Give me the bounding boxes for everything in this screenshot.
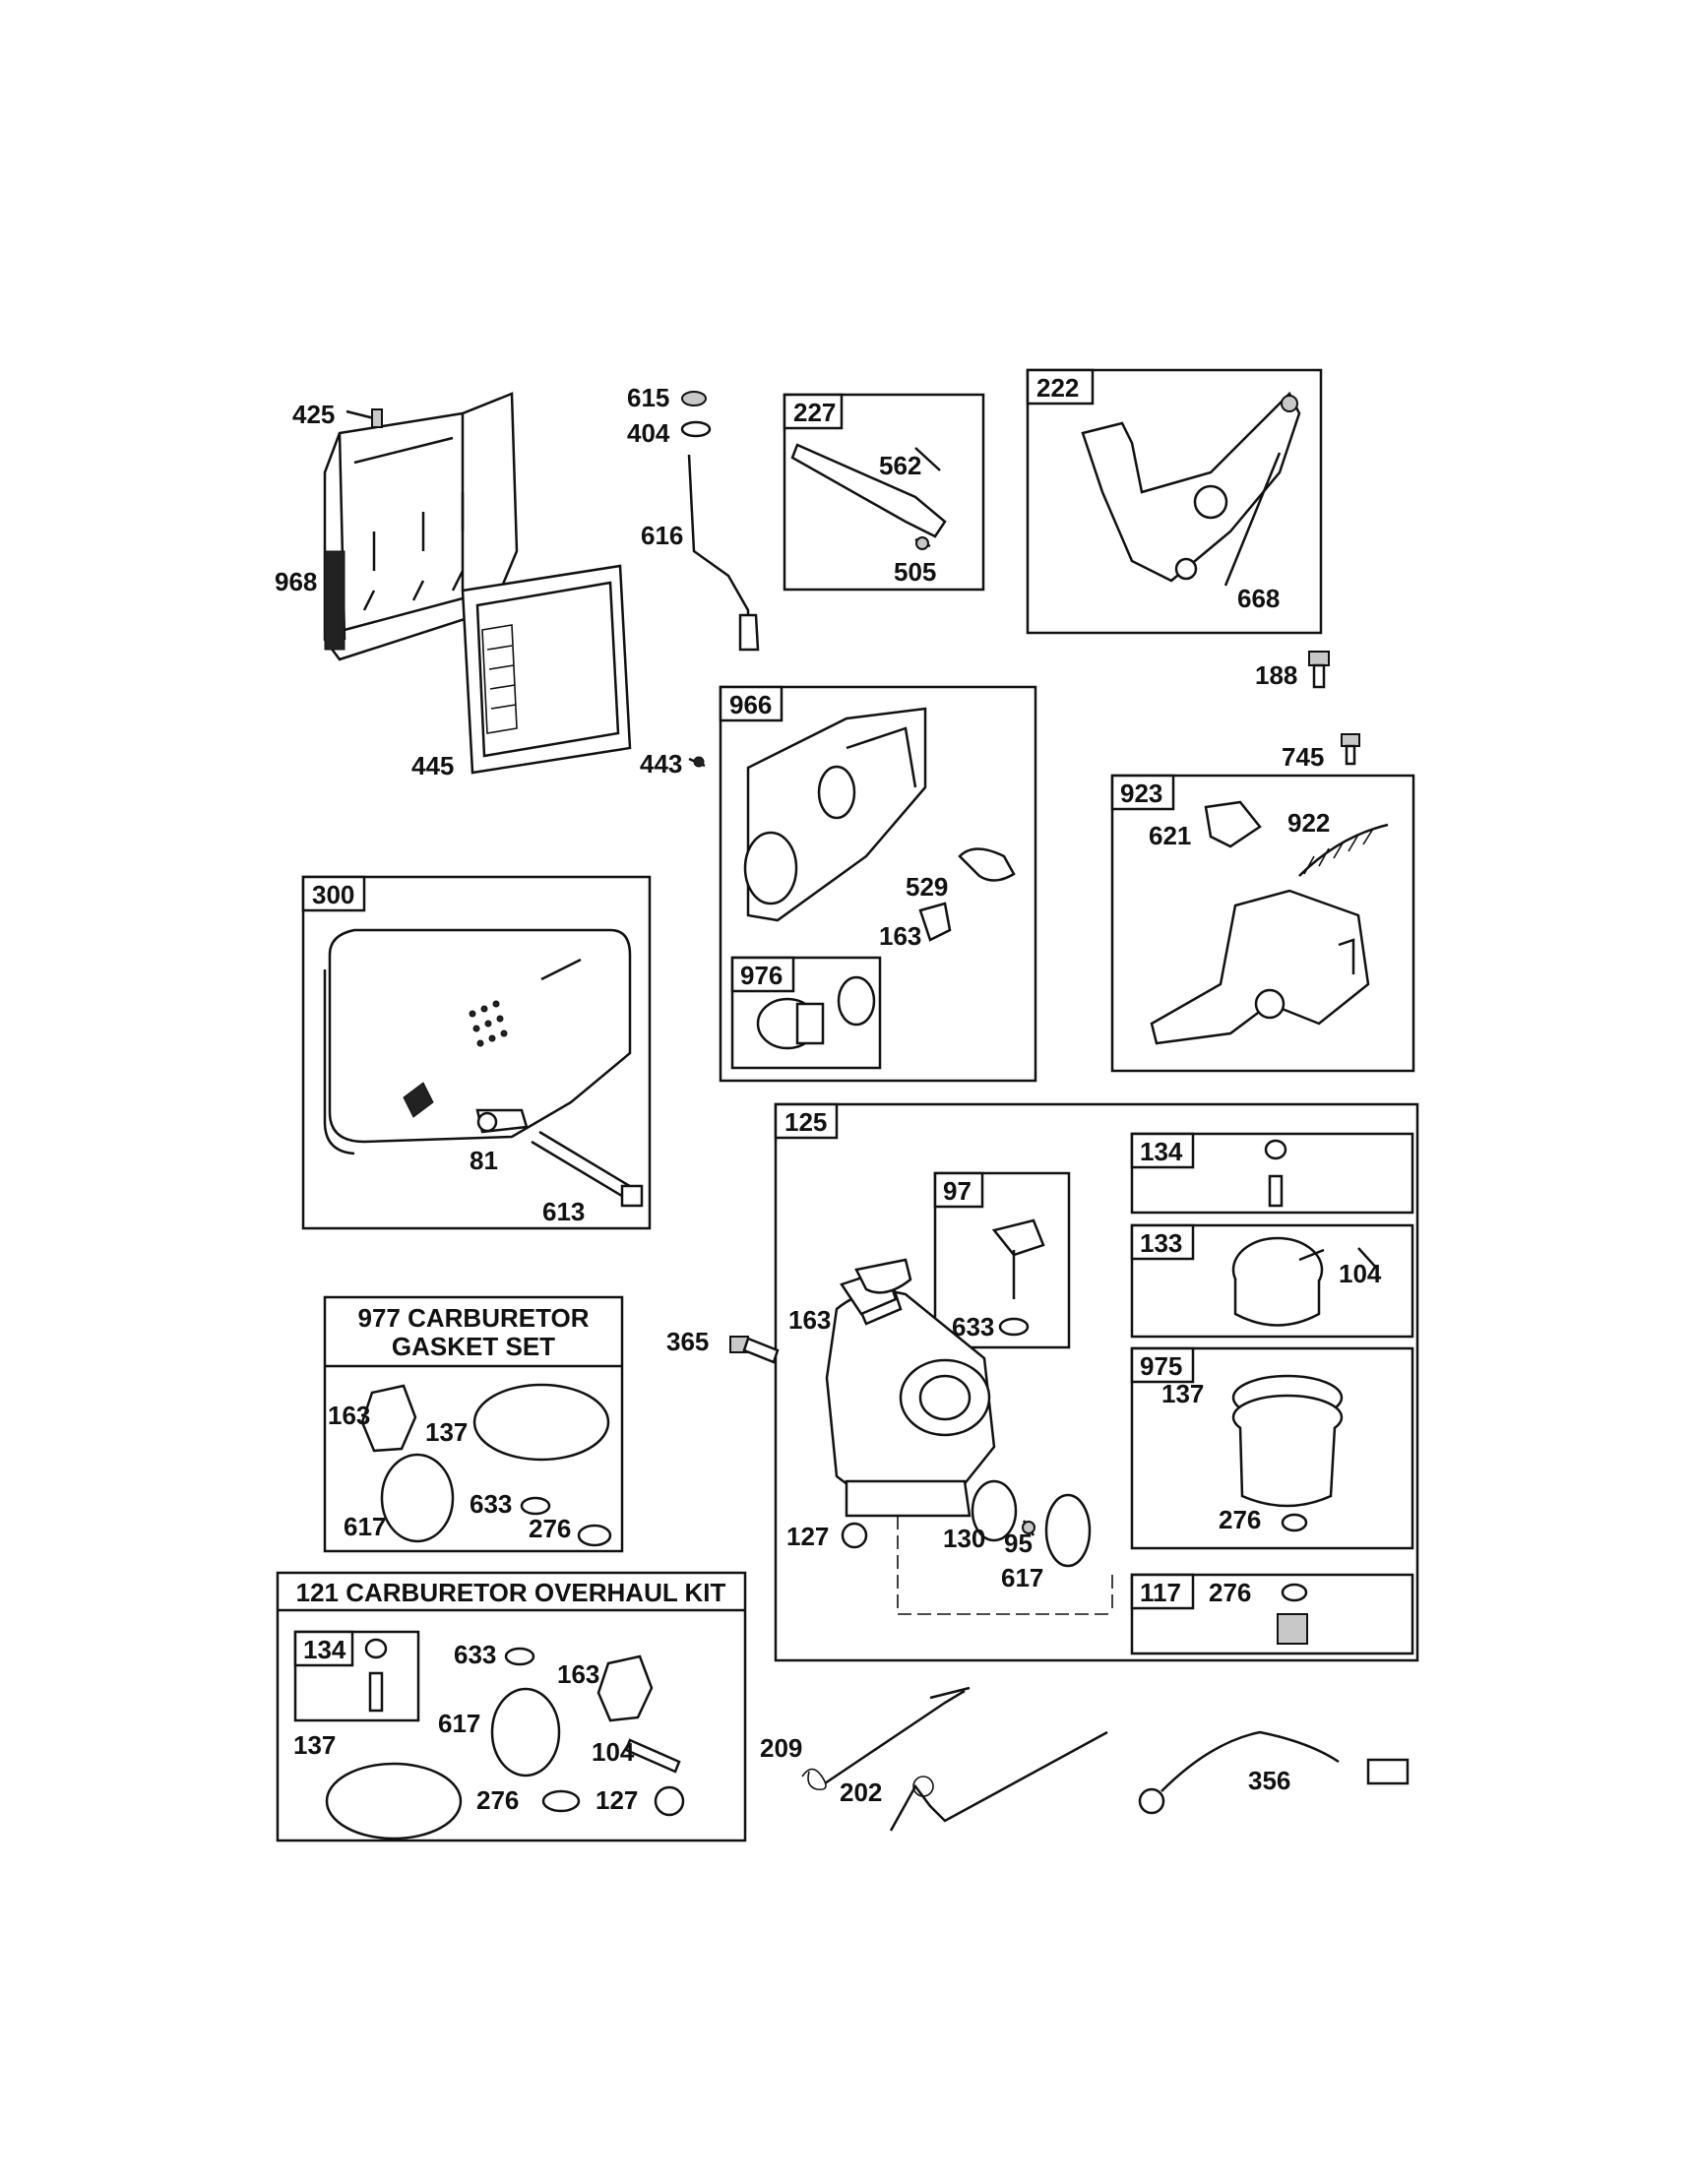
part-label: 529 — [906, 872, 948, 902]
part-label: 137 — [293, 1730, 336, 1760]
screw-425-part — [345, 408, 383, 428]
box-133 — [1130, 1223, 1414, 1339]
gasket-set-box — [323, 1295, 624, 1553]
part-label: 617 — [344, 1512, 386, 1541]
part-label: 668 — [1237, 584, 1280, 613]
box-227 — [783, 393, 985, 592]
part-label: 137 — [1161, 1379, 1204, 1408]
part-label: 615 — [627, 383, 669, 412]
part-label: 505 — [894, 557, 936, 587]
part-label: 127 — [786, 1522, 829, 1551]
box-227-label: 227 — [793, 398, 836, 427]
box-125 — [774, 1102, 1419, 1662]
box-133-label: 133 — [1140, 1228, 1182, 1258]
part-label: 562 — [879, 451, 921, 480]
screw-188-part — [1308, 651, 1330, 689]
box-966-label: 966 — [729, 690, 772, 719]
part-label: 633 — [454, 1640, 496, 1669]
part-label: 633 — [952, 1312, 994, 1342]
box-975-label: 975 — [1140, 1351, 1182, 1381]
part-label: 922 — [1287, 808, 1330, 838]
gasket-set-title-line1: 977 CARBURETOR — [357, 1303, 589, 1333]
part-label: 276 — [1209, 1578, 1251, 1607]
box-222 — [1026, 368, 1323, 635]
part-label: 163 — [328, 1401, 370, 1430]
box-966 — [719, 685, 1037, 1083]
box-117-label: 117 — [1140, 1578, 1181, 1607]
box-134-label: 134 — [1140, 1137, 1183, 1166]
part-label: 95 — [1004, 1529, 1033, 1558]
part-label: 209 — [760, 1733, 802, 1763]
part-label: 276 — [1219, 1505, 1261, 1534]
part-label: 443 — [640, 749, 682, 779]
air-filter-part — [461, 564, 632, 775]
part-label: 81 — [470, 1146, 498, 1175]
part-label: 163 — [557, 1659, 599, 1689]
part-label: 104 — [592, 1737, 635, 1767]
governor-link-part — [680, 391, 760, 652]
part-label: 633 — [470, 1489, 512, 1519]
part-label: 163 — [788, 1305, 831, 1335]
box-976-label: 976 — [740, 961, 783, 990]
part-label: 276 — [476, 1785, 519, 1815]
box-97 — [933, 1171, 1071, 1349]
ground-wire-356-part — [1138, 1730, 1410, 1815]
gasket-set-title-line2: GASKET SET — [392, 1332, 555, 1361]
part-label: 130 — [943, 1524, 985, 1553]
part-label: 621 — [1149, 821, 1191, 850]
box-976 — [730, 956, 882, 1070]
part-label: 745 — [1282, 742, 1324, 772]
box-300 — [301, 875, 652, 1230]
box-134-a — [1130, 1132, 1414, 1215]
box-117 — [1130, 1573, 1414, 1655]
screw-745-part — [1341, 733, 1360, 766]
box-923-label: 923 — [1120, 779, 1162, 808]
part-label: 365 — [666, 1327, 709, 1356]
part-label: 163 — [879, 921, 921, 951]
screw-443-part — [688, 756, 706, 768]
box-97-label: 97 — [943, 1176, 972, 1206]
spring-209-part — [801, 1686, 971, 1791]
part-label: 617 — [1001, 1563, 1043, 1592]
overhaul-kit-title: 121 CARBURETOR OVERHAUL KIT — [296, 1578, 726, 1607]
box-134-kit-label: 134 — [303, 1635, 346, 1664]
screw-365-part — [729, 1336, 780, 1364]
box-975 — [1130, 1346, 1414, 1550]
box-923 — [1110, 774, 1415, 1073]
part-label: 137 — [425, 1417, 468, 1447]
part-label: 104 — [1339, 1259, 1382, 1288]
box-222-label: 222 — [1036, 373, 1079, 403]
overhaul-kit-box — [276, 1571, 747, 1842]
part-label: 968 — [275, 567, 317, 596]
part-label: 616 — [641, 521, 683, 550]
part-label: 404 — [627, 418, 670, 448]
part-label: 202 — [840, 1778, 882, 1807]
box-125-label: 125 — [784, 1107, 827, 1137]
part-label: 127 — [596, 1785, 638, 1815]
part-label: 425 — [292, 400, 335, 429]
part-label: 356 — [1248, 1766, 1290, 1795]
box-300-label: 300 — [312, 880, 354, 909]
part-label: 613 — [542, 1197, 585, 1226]
part-label: 188 — [1255, 660, 1297, 690]
carburetor-part — [825, 1258, 1113, 1615]
link-202-part — [889, 1730, 1108, 1832]
part-label: 276 — [529, 1514, 571, 1543]
part-label: 617 — [438, 1709, 480, 1738]
part-label: 445 — [411, 751, 454, 780]
